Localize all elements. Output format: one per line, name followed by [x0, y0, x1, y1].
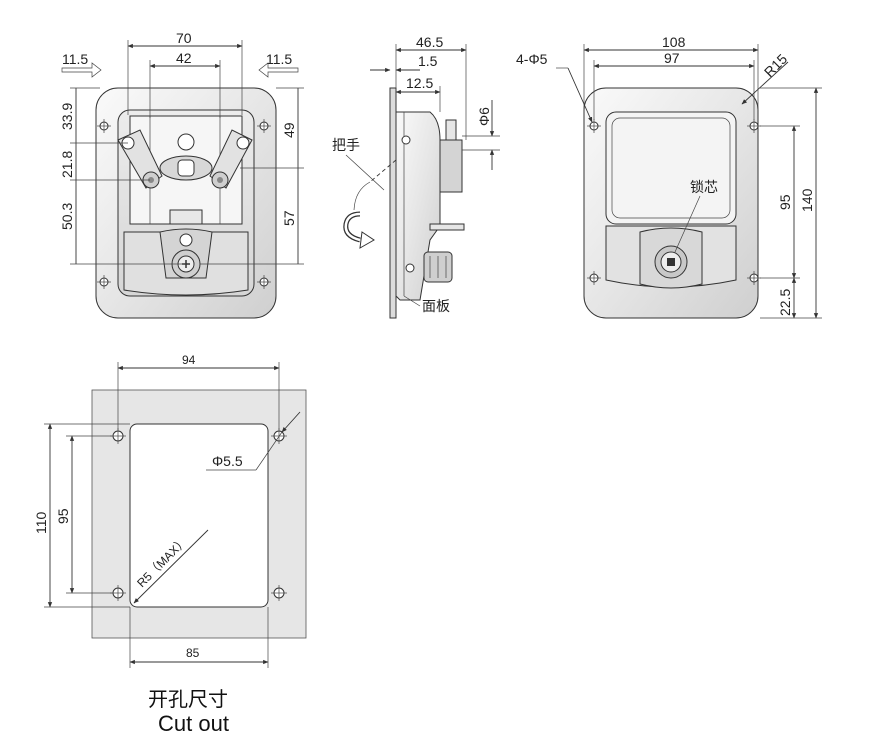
- side-cam-icon: [439, 139, 463, 193]
- dim-bottom-left: 50.3: [59, 203, 75, 230]
- rotate-arrow-icon: [343, 211, 375, 249]
- dim-cutout-top: 94: [182, 353, 196, 367]
- dim-bottom-right: 57: [281, 210, 297, 226]
- dim-cutout-bottom: 85: [186, 646, 200, 660]
- dim-back-width-inner: 97: [664, 50, 680, 66]
- label-handle: 把手: [332, 137, 360, 153]
- dim-width-outer: 70: [176, 30, 192, 46]
- lock-cylinder-icon: [159, 228, 213, 279]
- label-panel: 面板: [422, 298, 450, 314]
- side-panel: [389, 87, 397, 319]
- arrow-left-icon: [258, 62, 299, 78]
- dim-back-radius: R15: [761, 50, 791, 80]
- mount-hole-icon: [97, 119, 271, 289]
- dim-cutout-height-inner: 95: [55, 508, 71, 524]
- dim-cutout-height-outer: 110: [33, 511, 49, 534]
- caption-cn: 开孔尺寸: [148, 687, 228, 711]
- mount-hole-icon: [587, 119, 761, 285]
- dim-top-right: 49: [281, 122, 297, 138]
- cutout-view: 94 85 110 95 Φ5.5 R5（MAX） 开孔尺寸 Cut out: [33, 353, 307, 736]
- back-view: 锁芯 108 97 4-Φ5 R15 95 140 22.5: [516, 34, 822, 319]
- dim-cutout-hole: Φ5.5: [212, 453, 243, 469]
- dim-top-left: 33.9: [59, 103, 75, 130]
- dim-side-pin: Φ6: [476, 107, 492, 126]
- dim-right-offset: 11.5: [266, 51, 292, 67]
- dim-mid-left: 21.8: [59, 151, 75, 178]
- dim-back-height-inner: 95: [777, 194, 793, 210]
- dim-width-inner: 42: [176, 50, 192, 66]
- latch-arm-icon: [117, 129, 253, 189]
- dim-back-width-outer: 108: [662, 34, 686, 50]
- label-lock: 锁芯: [690, 179, 718, 195]
- dim-side-depth: 12.5: [406, 75, 433, 91]
- dim-side-total: 46.5: [416, 34, 443, 50]
- front-view: 70 42 11.5 11.5 33.9 21.8 50.3 49 57: [59, 30, 304, 319]
- dim-side-thickness: 1.5: [418, 53, 438, 69]
- caption-en: Cut out: [158, 711, 229, 736]
- lock-cylinder-icon: [639, 227, 703, 289]
- arrow-right-icon: [61, 62, 102, 78]
- side-view: 把手 面板 46.5 1.5 12.5 Φ6: [332, 34, 500, 319]
- dim-back-bottom: 22.5: [777, 289, 793, 316]
- dim-back-height-outer: 140: [799, 188, 815, 212]
- dim-back-holes: 4-Φ5: [516, 51, 548, 67]
- dim-left-offset: 11.5: [62, 51, 88, 67]
- mount-hole-icon: [110, 428, 287, 601]
